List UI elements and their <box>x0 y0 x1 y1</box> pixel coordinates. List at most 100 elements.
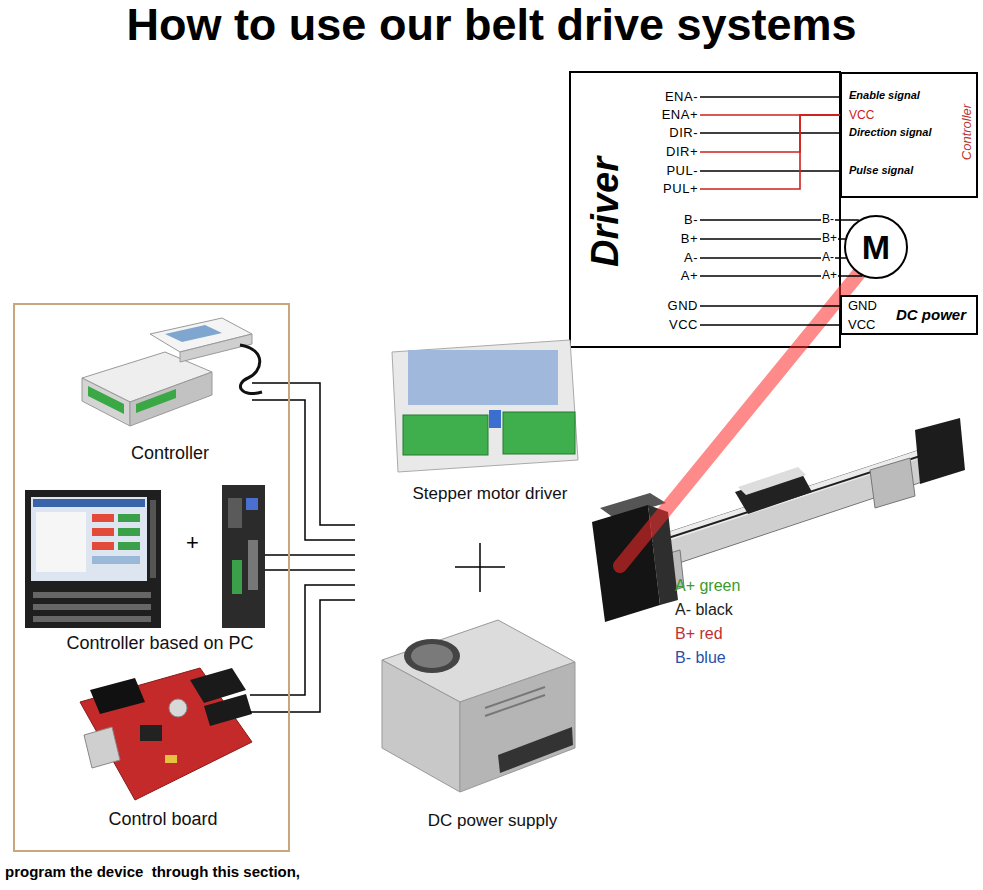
pc-controller <box>248 540 258 590</box>
wire-connector <box>700 275 863 277</box>
pc-controller <box>33 592 151 598</box>
signal-wires <box>250 585 355 695</box>
node-text: M <box>862 227 890 268</box>
pc-controller <box>150 500 156 578</box>
driver-outline <box>570 72 840 347</box>
node-text: program the device through this section, <box>5 863 300 881</box>
pc-controller <box>118 542 140 550</box>
power-supply-image <box>411 644 453 668</box>
wire-color-note: B+ red <box>675 624 723 643</box>
pin-name: VCC <box>848 317 875 333</box>
wire-connector <box>700 96 840 98</box>
node-text: DC power <box>896 306 966 324</box>
pin-name: A+ <box>821 268 838 282</box>
stepper-driver-image <box>408 350 558 405</box>
stepper-driver-image <box>392 340 578 472</box>
power-supply-image <box>485 695 545 716</box>
pc-controller <box>25 485 265 628</box>
pc-controller <box>36 512 86 572</box>
signal-wires <box>265 554 355 556</box>
signal-name: VCC <box>849 108 874 122</box>
pc-controller <box>118 514 140 522</box>
control-board <box>84 727 120 768</box>
wire-connector <box>700 132 840 134</box>
pc-controller <box>118 528 140 536</box>
pc-controller <box>246 498 258 510</box>
pc-controller <box>232 560 242 594</box>
signal-wires <box>265 569 355 571</box>
signal-wires <box>250 600 355 712</box>
device-card: DC power supply <box>370 610 615 835</box>
signal-name: Direction signal <box>849 126 932 139</box>
power-supply-image <box>382 620 575 792</box>
plus-sign <box>455 543 505 592</box>
controller-device <box>88 386 124 414</box>
node-text: Controller based on PC <box>28 633 292 655</box>
belt-actuator <box>915 418 965 484</box>
pin-name: B- <box>660 212 698 228</box>
pc-controller <box>92 514 114 522</box>
pin-name: PUL+ <box>660 181 698 197</box>
control-board <box>80 668 252 800</box>
signal-wires <box>252 383 355 525</box>
node-text: Driver <box>583 157 629 267</box>
pin-name: GND <box>660 298 698 314</box>
pin-name: A+ <box>660 268 698 284</box>
wire-color-note: B- blue <box>675 648 726 667</box>
wire-connector <box>700 170 840 172</box>
pc-controller <box>31 497 147 581</box>
section-frame: program the device through this section,… <box>13 303 290 852</box>
controller-device <box>165 325 222 342</box>
signal-name: Pulse signal <box>849 164 913 177</box>
pc-controller <box>92 542 114 550</box>
motor-circle: M <box>844 215 908 279</box>
signal-wires <box>250 383 355 712</box>
stepper-driver-image <box>403 415 488 455</box>
control-board <box>140 725 162 741</box>
power-supply-image <box>382 660 460 792</box>
pin-name: B+ <box>821 231 838 245</box>
node-text: Controller <box>70 443 270 465</box>
signal-wires <box>252 400 355 540</box>
stepper-driver-image <box>489 410 501 428</box>
device-card: Controller based on PC <box>28 482 292 657</box>
belt-actuator <box>738 467 806 495</box>
page-title: How to use our belt drive systems <box>0 0 983 52</box>
pc-controller <box>92 556 140 564</box>
wire-connector <box>700 305 840 307</box>
pc-controller <box>222 485 265 628</box>
wire-color-note: A- black <box>675 600 733 619</box>
pin-name: B- <box>821 212 835 226</box>
controller-device <box>82 378 130 426</box>
node-text: Stepper motor driver <box>385 484 595 504</box>
plus-sign <box>479 543 481 592</box>
wire-connector <box>700 114 840 116</box>
belt-actuator <box>870 458 915 508</box>
control-board <box>165 755 177 763</box>
belt-actuator <box>592 418 965 622</box>
pc-controller <box>228 498 242 528</box>
control-board <box>80 668 252 800</box>
device-card: Controller <box>70 315 270 470</box>
pin-name: DIR+ <box>660 144 698 160</box>
pin-name: ENA- <box>660 89 698 105</box>
power-supply-image <box>404 639 460 673</box>
device-card: Stepper motor driver <box>385 335 595 507</box>
pc-controller <box>33 616 151 622</box>
wire-connector <box>700 115 840 152</box>
stepper-driver-image <box>392 340 578 472</box>
node-text: Controller <box>959 104 975 160</box>
pin-name: B+ <box>660 231 698 247</box>
stepper-driver-image <box>503 412 575 454</box>
wire-connector <box>700 115 840 189</box>
pin-name: DIR- <box>660 125 698 141</box>
plus-symbol: + <box>186 530 199 556</box>
pc-controller <box>25 490 161 628</box>
pc-controller <box>33 604 151 610</box>
power-supply-image <box>460 662 575 792</box>
node-text: DC power supply <box>370 811 615 831</box>
controller-device <box>82 318 262 426</box>
pin-name: PUL- <box>660 163 698 179</box>
node-text: Control board <box>70 809 256 831</box>
pc-controller <box>92 528 114 536</box>
